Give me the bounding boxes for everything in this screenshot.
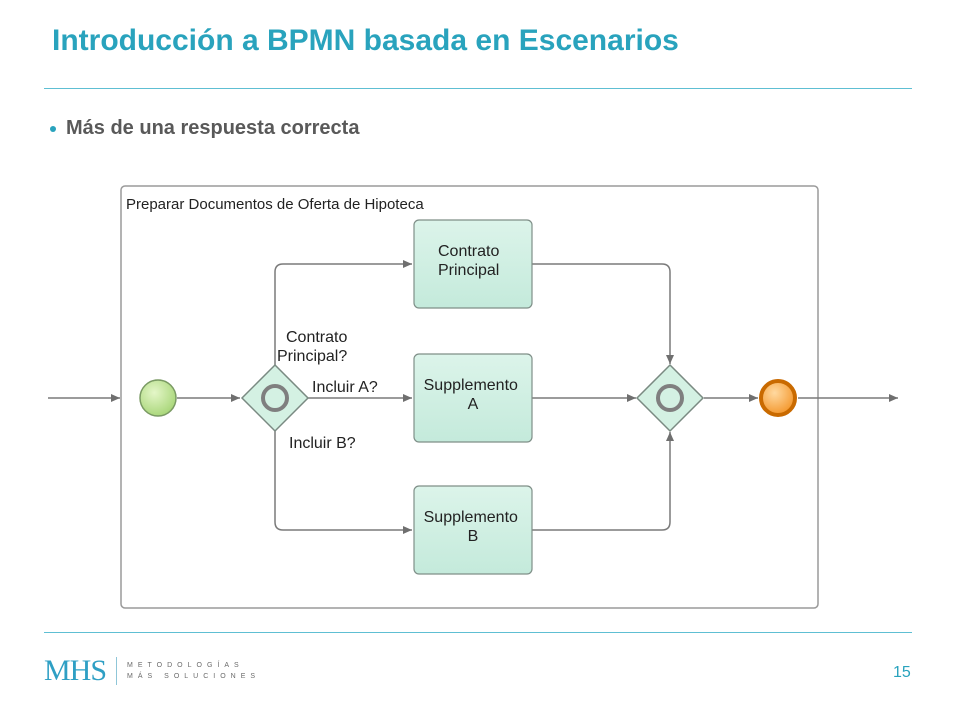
bullet-text: Más de una respuesta correcta (66, 117, 360, 139)
condition-incluir-b: Incluir B? (289, 435, 356, 452)
task-supplemento-b: Supplemento B (413, 485, 533, 575)
condition-contrato-line1: Contrato (286, 329, 347, 346)
svg-text:Contrato Principal: Contrato Principal (438, 243, 504, 279)
svg-text:Supplemento B: Supplemento B (424, 509, 523, 545)
footer-divider (44, 632, 912, 633)
title-divider (44, 88, 912, 89)
logo-line-2: MÁS SOLUCIONES (127, 673, 261, 680)
bullet-item: Más de una respuesta correcta (50, 117, 359, 140)
flow-supplemento-b-to-join (532, 432, 674, 531)
task-supplemento-a-line2: A (468, 396, 479, 413)
flow-split-to-supplemento-b (274, 430, 412, 534)
logo-words: METODOLOGÍAS MÁS SOLUCIONES (127, 660, 260, 682)
logo-line-1: METODOLOGÍAS (127, 662, 244, 669)
flow-split-to-contrato (274, 260, 412, 366)
flow-contrato-to-join (532, 263, 674, 364)
inclusive-split-gateway-icon (240, 363, 310, 433)
task-contrato-line2: Principal (438, 262, 499, 279)
pool-label: Preparar Documentos de Oferta de Hipotec… (126, 196, 424, 213)
end-event-icon (759, 379, 797, 417)
bullet-dot-icon (50, 125, 56, 132)
condition-contrato-line2: Principal? (277, 348, 347, 365)
inclusive-join-gateway-icon (635, 363, 705, 433)
task-supplemento-b-line2: B (468, 528, 479, 545)
task-contrato-principal: Contrato Principal (413, 219, 533, 309)
task-supplemento-a: Supplemento A (413, 353, 533, 443)
svg-text:Contrato Principal?: Contrato Principal? (277, 329, 352, 365)
company-logo: MHS METODOLOGÍAS MÁS SOLUCIONES (44, 654, 260, 688)
task-supplemento-a-line1: Supplemento (424, 377, 518, 394)
slide-title: Introducción a BPMN basada en Escenarios (52, 24, 679, 57)
logo-divider (116, 657, 118, 685)
start-event-icon (139, 379, 177, 417)
page-number: 15 (893, 664, 911, 681)
task-contrato-line1: Contrato (438, 243, 499, 260)
logo-mark: MHS (44, 654, 107, 687)
svg-text:Supplemento A: Supplemento A (424, 377, 523, 413)
task-supplemento-b-line1: Supplemento (424, 509, 518, 526)
condition-incluir-a: Incluir A? (312, 379, 378, 396)
